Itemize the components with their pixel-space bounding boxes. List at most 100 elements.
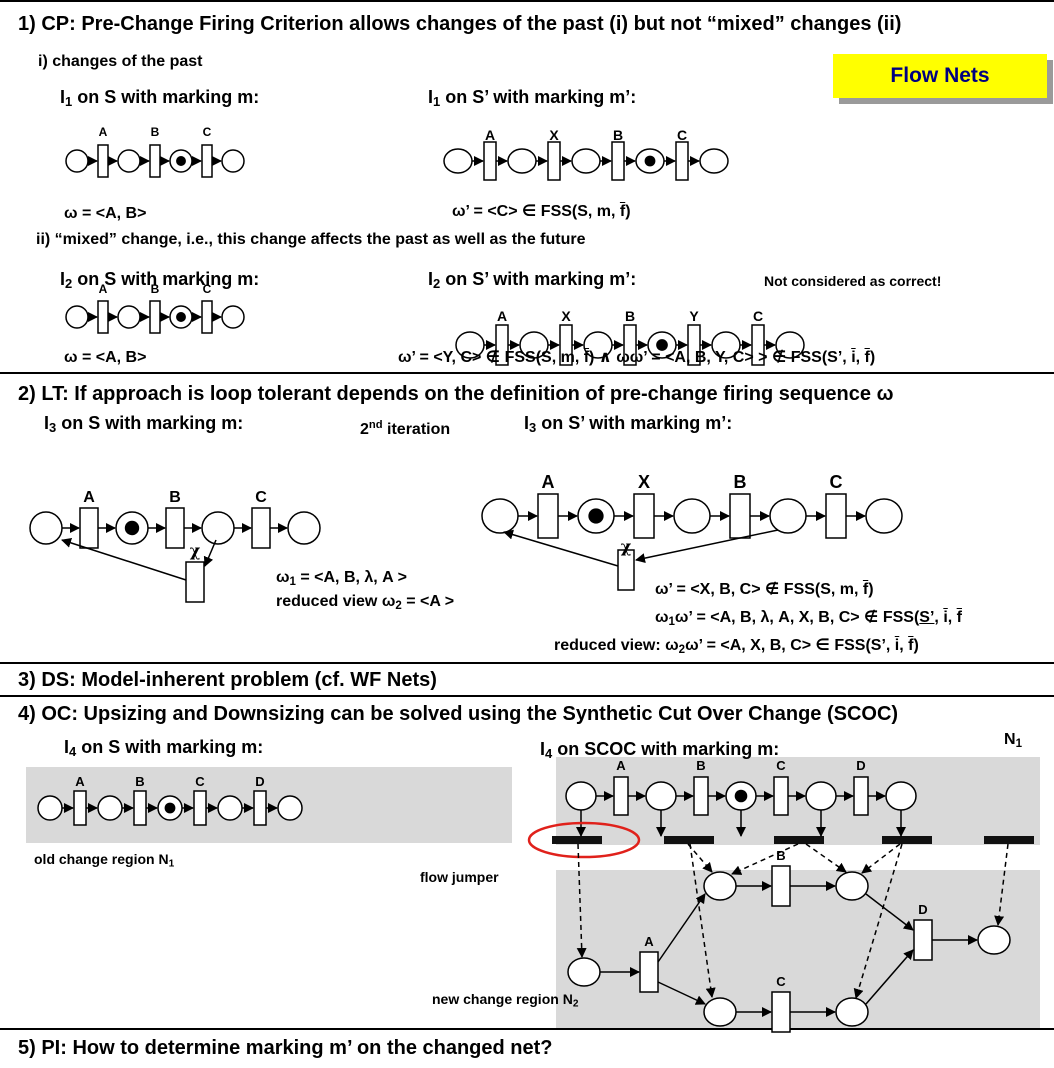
place bbox=[443, 148, 473, 174]
text: old change region N bbox=[34, 851, 169, 867]
place bbox=[29, 511, 63, 545]
formula-part: , bbox=[899, 637, 909, 654]
transition-label: B bbox=[625, 308, 635, 324]
i2-left-heading: I2 on S with marking m: bbox=[60, 270, 259, 291]
index: 3 bbox=[49, 420, 57, 436]
index: 2 bbox=[678, 643, 686, 656]
section-divider-2-3 bbox=[0, 662, 1054, 664]
formula-part: ) bbox=[868, 581, 874, 598]
i3-right-heading: I3 on S’ with marking m’: bbox=[524, 414, 732, 435]
formula-part: ω’ = <X, B, C> ∉ FSS(S, m, bbox=[655, 581, 863, 598]
transition bbox=[185, 561, 205, 603]
instance-symbol: I bbox=[524, 413, 530, 433]
transition bbox=[675, 141, 689, 181]
place bbox=[699, 148, 729, 174]
place bbox=[37, 795, 63, 821]
instance-symbol: I bbox=[540, 739, 546, 759]
section-5-title: 5) PI: How to determine marking m’ on th… bbox=[18, 1037, 553, 1059]
index: 1 bbox=[1015, 737, 1022, 750]
omega2-right: ω’ = <Y, C> ∉ FSS(S, m, f) ∧ ωω’ = <A, B… bbox=[398, 350, 875, 366]
n1-region-shade bbox=[556, 757, 1040, 845]
i1-right-heading: I1 on S’ with marking m’: bbox=[428, 88, 636, 109]
instance-symbol: I bbox=[60, 269, 66, 289]
formula-part: ω’ = <A, B, λ, A, X, B, C> ∉ FSS( bbox=[674, 609, 920, 626]
second-iteration-label: 2nd iteration bbox=[360, 419, 451, 439]
arc bbox=[657, 893, 706, 963]
place bbox=[117, 305, 141, 329]
dashed-arc bbox=[731, 843, 799, 875]
heading-text: on S with marking m: bbox=[61, 413, 244, 433]
heading-text: on S’ with marking m’: bbox=[541, 413, 733, 433]
transition bbox=[771, 865, 791, 907]
transition bbox=[79, 507, 99, 549]
transition bbox=[537, 493, 559, 539]
f-bar: f bbox=[583, 349, 590, 366]
transition bbox=[73, 790, 87, 826]
place bbox=[565, 781, 597, 811]
new-change-region-label: new change region N2 bbox=[432, 992, 578, 1010]
dashed-arc bbox=[576, 843, 587, 958]
place bbox=[769, 498, 807, 534]
instance-symbol: I bbox=[428, 87, 434, 107]
transition bbox=[771, 991, 791, 1033]
flow-jumper-label: flow jumper bbox=[420, 869, 499, 885]
place bbox=[65, 305, 89, 329]
index: 1 bbox=[433, 94, 441, 110]
arc bbox=[865, 949, 914, 1005]
transition bbox=[773, 776, 789, 816]
formula-part: reduced view: ω bbox=[554, 637, 679, 654]
transition-label: X bbox=[638, 472, 650, 492]
arc bbox=[203, 539, 217, 567]
transition bbox=[149, 300, 161, 334]
place bbox=[977, 925, 1011, 955]
flow-jumper-bar bbox=[984, 836, 1034, 844]
f-bar: f bbox=[862, 581, 869, 598]
text: 2 bbox=[360, 421, 369, 439]
i-bar: i bbox=[894, 637, 900, 654]
dashed-arc bbox=[805, 843, 847, 873]
transition bbox=[853, 776, 869, 816]
transition bbox=[193, 790, 207, 826]
instance-symbol: I bbox=[44, 413, 50, 433]
formula-part: ω’ = <A, X, B, C> ∈ FSS(S’, bbox=[685, 637, 895, 654]
transition bbox=[251, 507, 271, 549]
omega: ω bbox=[655, 609, 669, 626]
place bbox=[835, 871, 869, 901]
arc bbox=[635, 529, 779, 564]
transition-label: X bbox=[549, 127, 559, 143]
transition-label: X bbox=[561, 308, 571, 324]
transition bbox=[483, 141, 497, 181]
token bbox=[176, 312, 186, 322]
formula-part: = <A > bbox=[401, 593, 455, 610]
arc bbox=[657, 981, 706, 1005]
transition-label: C bbox=[203, 282, 212, 296]
omega1-omega-prime-right: ω1ω’ = <A, B, λ, A, X, B, C> ∉ FSS(S’, i… bbox=[655, 610, 962, 628]
transition-label: Y bbox=[689, 308, 699, 324]
f-bar: f bbox=[864, 349, 870, 366]
flow-jumper-bar bbox=[774, 836, 824, 844]
transition bbox=[825, 493, 847, 539]
text: iteration bbox=[382, 421, 451, 439]
formula-part: reduced view ω bbox=[276, 593, 396, 610]
index: 2 bbox=[433, 276, 441, 292]
badge-label: Flow Nets bbox=[890, 64, 990, 87]
transition-label: C bbox=[255, 489, 267, 506]
transition bbox=[201, 300, 213, 334]
token bbox=[656, 339, 668, 351]
transition-label: B bbox=[734, 472, 747, 492]
place bbox=[65, 149, 89, 173]
transition bbox=[913, 919, 933, 961]
place bbox=[703, 871, 737, 901]
index: 4 bbox=[69, 744, 77, 760]
transition-label: C bbox=[830, 472, 843, 492]
reduced-view-right: reduced view: ω2ω’ = <A, X, B, C> ∈ FSS(… bbox=[554, 638, 919, 656]
index: 2 bbox=[572, 998, 579, 1010]
transition-label: C bbox=[195, 774, 205, 789]
token bbox=[644, 155, 656, 167]
token bbox=[734, 789, 748, 803]
arc bbox=[503, 529, 619, 567]
chi-label: χ bbox=[190, 541, 201, 560]
transition bbox=[611, 141, 625, 181]
heading-text: on S with marking m: bbox=[77, 87, 260, 107]
